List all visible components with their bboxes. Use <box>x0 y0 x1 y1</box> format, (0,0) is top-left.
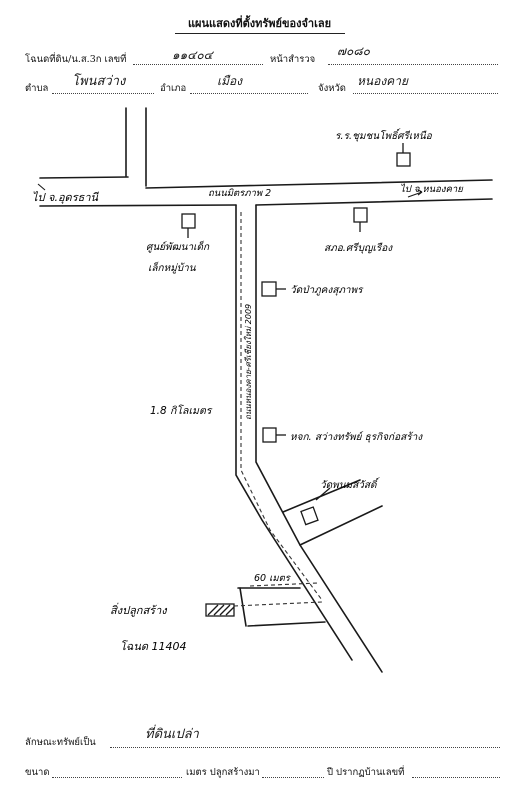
tambon-value: โพนสว่าง <box>72 74 126 89</box>
tambon-underline <box>52 93 154 94</box>
house-number-label: ปี ปรากฏบ้านเลขที่ <box>327 767 405 778</box>
tambon-label: ตำบล <box>25 83 49 94</box>
direction-right-label: ไป จ.หนองคาย <box>400 183 464 195</box>
landmark-shop-label: หจก. สว่างทรัพย์ ธุรกิจก่อสร้าง <box>290 431 423 443</box>
size-unit-label: เมตร ปลูกสร้างมา <box>186 767 260 778</box>
landmark-office-label: สภอ.ศรีบุญเรือง <box>324 242 393 254</box>
document-title: แผนแสดงที่ตั้งทรัพย์ของจำเลย <box>0 14 519 34</box>
measure-line <box>249 582 319 587</box>
main-road-bottom-edge <box>39 204 237 207</box>
side-road-label: ถนนหนองคาย-ศรีเชียงใหม่ 2009 <box>243 304 253 420</box>
landmark-wat-label: วัดพนมสวัสดิ์ <box>320 477 380 491</box>
property-sub-label: โฉนด 11404 <box>120 640 187 653</box>
main-road-label: ถนนมิตรภาพ 2 <box>208 188 271 199</box>
side-road-left-edge <box>235 204 353 661</box>
deed-number-label: โฉนดที่ดิน/น.ส.3ก เลขที่ <box>25 54 127 65</box>
spur-lane-edge <box>247 621 326 627</box>
landmark-kindergarten-label-1: ศูนย์พัฒนาเด็ก <box>146 240 210 253</box>
wat-marker <box>300 506 319 526</box>
route-line <box>240 212 323 601</box>
landmark-kindergarten-label-2: เล็กหมู่บ้าน <box>148 261 197 274</box>
province-underline <box>353 93 498 94</box>
province-label: จังหวัด <box>318 83 346 94</box>
amphoe-value: เมือง <box>217 74 243 88</box>
landmark-temple-label: วัดป่าภูคงสุภาพร <box>290 285 364 296</box>
deed-number-underline <box>133 64 263 65</box>
built-underline <box>262 777 324 778</box>
direction-left-label: ไป จ.อุดรธานี <box>32 191 100 204</box>
property-type-label: ลักษณะทรัพย์เป็น <box>25 737 96 748</box>
main-road-top-edge <box>145 179 493 189</box>
survey-page-underline <box>328 64 498 65</box>
branch-road-edge <box>299 505 383 546</box>
property-marker <box>205 603 235 617</box>
main-road-bottom-edge <box>255 198 493 206</box>
amphoe-label: อำเภอ <box>160 83 187 94</box>
spur-lane-end <box>239 587 247 627</box>
school-marker <box>396 152 411 167</box>
property-type-underline <box>110 747 500 748</box>
property-label: สิ่งปลูกสร้าง <box>110 602 168 617</box>
spur-distance-label: 60 เมตร <box>254 573 292 584</box>
survey-page-value: ๗๐๘๐ <box>337 44 370 58</box>
size-underline <box>52 777 182 778</box>
main-road-top-edge <box>39 176 129 179</box>
landmark-school-label: ร.ร.ชุมชนโพธิ์ศรีเหนือ <box>335 128 433 142</box>
distance-label: 1.8 กิโลเมตร <box>150 404 213 417</box>
temple-marker <box>261 281 277 297</box>
side-road-right-edge <box>255 204 383 673</box>
house-number-underline <box>412 777 500 778</box>
province-value: หนองคาย <box>357 74 408 88</box>
office-marker <box>353 207 368 223</box>
property-type-value: ที่ดินเปล่า <box>145 727 199 742</box>
shop-marker <box>262 427 277 443</box>
survey-page-label: หน้าสำรวจ <box>270 54 316 65</box>
route-line <box>233 601 323 607</box>
kindergarten-marker <box>181 213 196 229</box>
deed-number-value: ๑๑๔๐๔ <box>172 48 213 62</box>
amphoe-underline <box>190 93 308 94</box>
size-label: ขนาด <box>25 767 50 778</box>
